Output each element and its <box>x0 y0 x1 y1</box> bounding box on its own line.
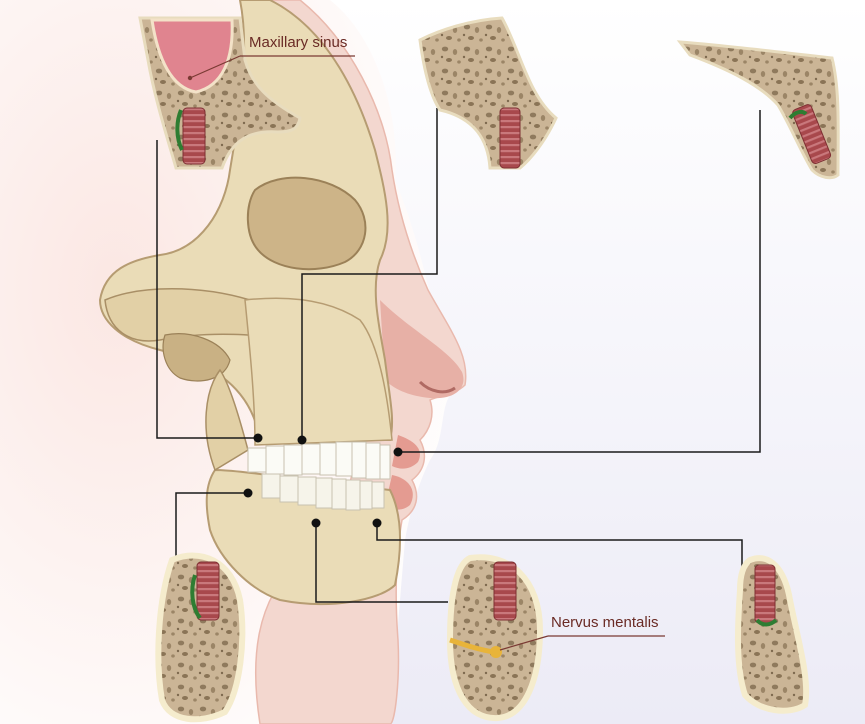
dot-lower-molar <box>243 488 253 498</box>
leader-lower-premolar <box>315 523 448 603</box>
graft-upper-incisor <box>788 109 808 120</box>
leader-lower-molar <box>175 492 248 568</box>
implant-lower-premolar <box>493 561 517 621</box>
mandible-ramus <box>205 368 249 472</box>
leader-upper-molar <box>156 140 258 439</box>
orbit <box>246 176 367 271</box>
inset-upper-molar <box>138 16 355 170</box>
sinus-pointer <box>189 55 241 79</box>
implant-upper-molar <box>182 107 206 165</box>
implant-upper-incisor <box>792 104 832 165</box>
label-nervus-mentalis: Nervus mentalis <box>551 614 659 631</box>
upper-teeth <box>247 441 391 480</box>
inset-upper-premolar <box>418 16 558 170</box>
nose <box>380 300 464 399</box>
dot-upper-incisor <box>393 447 403 457</box>
sinus-pointer-dot <box>187 75 193 81</box>
leader-upper-incisor <box>398 110 761 453</box>
graft-upper-molar <box>175 109 184 151</box>
leader-dots <box>243 433 403 528</box>
inset-lower-premolar <box>446 554 665 722</box>
dot-lower-incisor <box>372 518 382 528</box>
inset-lower-molar <box>155 552 246 723</box>
leader-lines <box>156 108 761 603</box>
dot-lower-premolar <box>311 518 321 528</box>
graft-lower-molar <box>190 574 202 620</box>
inset-lower-incisor <box>734 555 810 714</box>
maxilla <box>244 297 393 446</box>
implant-upper-premolar <box>499 107 521 169</box>
mentalis-pointer <box>499 635 549 651</box>
nerve-canal <box>490 646 502 658</box>
inset-upper-incisor <box>676 40 840 180</box>
leader-lower-incisor <box>376 523 743 580</box>
temporal-fossa <box>162 333 231 382</box>
implant-lower-molar <box>196 561 220 621</box>
implant-lower-incisor <box>754 564 776 624</box>
lower-teeth <box>261 473 385 511</box>
dot-upper-premolar <box>297 435 307 445</box>
maxillary-sinus <box>150 18 234 94</box>
dot-upper-molar <box>253 433 263 443</box>
skull <box>98 0 401 605</box>
leader-upper-premolar <box>301 108 438 440</box>
nostril <box>418 380 456 394</box>
label-maxillary-sinus: Maxillary sinus <box>249 34 348 51</box>
graft-lower-incisor <box>755 618 778 627</box>
